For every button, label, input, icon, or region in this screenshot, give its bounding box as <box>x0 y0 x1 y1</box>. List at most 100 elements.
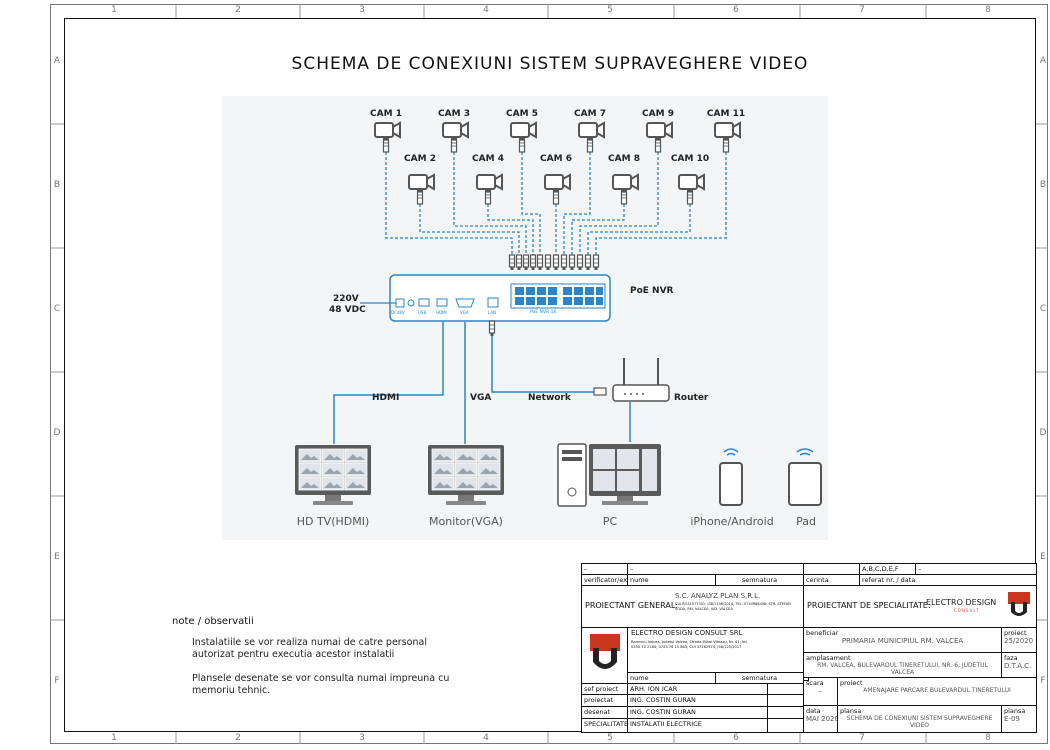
tb-spacer <box>804 678 809 681</box>
plansa-nr-value: E-09 <box>1004 715 1020 723</box>
camera-label-9: CAM 9 <box>642 109 674 119</box>
company-name: ELECTRO DESIGN CONSULT SRL <box>631 629 743 637</box>
port-label-lan: LAN <box>488 310 497 315</box>
tb-proiectat-name: ING. COSTIN GURAN <box>628 695 768 707</box>
camera-label-2: CAM 2 <box>404 154 436 164</box>
tb-proiectant-specialitate: PROIECTANT DE SPECIALITATE: ELECTRO DESI… <box>804 586 1036 628</box>
grid-col-1: 1 <box>111 5 117 15</box>
tb-data: data MAI 2020 <box>804 706 838 732</box>
company-logo-large-icon <box>590 634 620 669</box>
grid-row-a-right: A <box>1039 56 1047 66</box>
tb-verificator: verificator/expert <box>582 575 628 586</box>
grid-col-2: 2 <box>235 5 241 15</box>
tb-sef-proiect-sign <box>768 684 804 695</box>
device-label-hdtv: HD TV(HDMI) <box>296 515 370 528</box>
tb-semnatura: semnatura <box>716 575 804 586</box>
grid-col-3: 3 <box>359 5 365 15</box>
port-label-vga: VGA <box>460 310 469 315</box>
tb-r1-c1: – <box>582 564 628 575</box>
grid-row-d: D <box>53 428 61 438</box>
tb-company: ELECTRO DESIGN CONSULT SRL Ramnicu Valce… <box>628 628 804 673</box>
proiect-label: proiect <box>840 679 863 687</box>
tb-cerinta: cerinta <box>804 575 860 586</box>
tb-r1-c3 <box>804 564 860 575</box>
grid-col-4-bottom: 4 <box>483 733 489 743</box>
tb-sef-proiect: sef proiect <box>582 684 628 695</box>
tb-amplasament: amplasament RM. VALCEA, BULEVARDUL TINER… <box>804 653 1002 678</box>
data-value: MAI 2020 <box>806 715 838 723</box>
tb-r1-c4: A,B,C,D,E,F <box>860 564 916 575</box>
plansa-label: plansa <box>840 707 862 715</box>
tb-proiectant-general: PROIECTANT GENERAL: S.C. ANALYZ PLAN S.R… <box>582 586 804 628</box>
nvr-model: PoE NVR 16 <box>530 310 557 315</box>
power-voltage: 220V <box>333 294 359 304</box>
amplasament-value: RM. VALCEA, BULEVARDUL TINERETULUI, NR. … <box>817 662 988 676</box>
plansa-title: SCHEMA DE CONEXIUNI SISTEM SUPRAVEGHERE … <box>846 715 993 729</box>
proiectant-general-name: S.C. ANALYZ PLAN S.R.L. <box>675 592 761 600</box>
title-block: – – A,B,C,D,E,F – verificator/expert num… <box>581 563 1037 733</box>
tb-proiect: proiect AMENAJARE PARCARE BULEVARDUL TIN… <box>838 678 1036 706</box>
nvr-label: PoE NVR <box>630 286 674 296</box>
device-label-monitor: Monitor(VGA) <box>429 515 503 528</box>
tb-nume: nume <box>628 575 716 586</box>
grid-col-4: 4 <box>483 5 489 15</box>
tb-proiectat-sign <box>768 695 804 707</box>
device-label-iphone: iPhone/Android <box>690 515 774 528</box>
tb-semnatura-2: semnatura <box>716 673 804 684</box>
camera-label-3: CAM 3 <box>438 109 470 119</box>
camera-label-10: CAM 10 <box>670 154 710 164</box>
tb-specialitatea-value: INSTALATII ELECTRICE <box>628 719 768 732</box>
project-nr-label: proiect <box>1004 629 1027 637</box>
note-1: Instalatiile se vor realiza numai de cat… <box>192 637 427 660</box>
network-label: Network <box>528 393 571 403</box>
faza-label: faza <box>1004 654 1018 662</box>
note-2: Plansele desenate se vor consulta numai … <box>192 673 450 696</box>
tb-referat: referat nr. / data <box>860 575 1036 586</box>
grid-col-8-bottom: 8 <box>985 733 991 743</box>
tb-nume-2: nume <box>628 673 716 684</box>
beneficiar-value: PRIMARIA MUNICIPIUL RM. VALCEA <box>841 637 964 645</box>
plansa-nr-label: plansa <box>1004 707 1026 715</box>
tb-sef-proiect-name: ARH. ION ICAR <box>628 684 768 695</box>
proiectant-specialitate-label: PROIECTANT DE SPECIALITATE: <box>807 601 931 610</box>
grid-row-f: F <box>54 676 60 686</box>
device-label-pad: Pad <box>796 515 816 528</box>
grid-col-7: 7 <box>859 5 865 15</box>
tb-scara-gap <box>768 678 804 684</box>
grid-col-2-bottom: 2 <box>235 733 241 743</box>
grid-col-5: 5 <box>607 5 613 15</box>
camera-label-8: CAM 8 <box>608 154 640 164</box>
drawing-inner-frame <box>64 18 1036 732</box>
amplasament-label: amplasament <box>806 654 851 662</box>
grid-row-c: C <box>53 304 61 314</box>
company-logo-text: ELECTRO DESIGN <box>926 598 997 607</box>
device-label-pc: PC <box>602 515 618 528</box>
tb-r1-c5: – <box>916 564 1036 575</box>
camera-label-1: CAM 1 <box>370 109 402 119</box>
proiectant-general-label: PROIECTANT GENERAL: <box>585 601 678 610</box>
tb-company-logo <box>582 628 628 684</box>
scara-value: – <box>818 687 823 695</box>
proiect-value: AMENAJARE PARCARE BULEVARDUL TINERETULUI <box>863 687 1011 694</box>
grid-row-f-right: F <box>1040 676 1046 686</box>
proiectant-general-details: CUI RO31577301; J38/1136/2014; TEL: 0744… <box>675 602 791 611</box>
camera-label-4: CAM 4 <box>472 154 504 164</box>
notes-title: note / observatii <box>172 616 254 627</box>
camera-label-11: CAM 11 <box>706 109 746 119</box>
data-label: data <box>806 707 821 715</box>
grid-col-6: 6 <box>733 5 739 15</box>
grid-row-b-right: B <box>1039 180 1047 190</box>
beneficiar-label: beneficiar <box>806 629 839 637</box>
company-details: Ramnicu Valcea, Judetul Valcea, Strada M… <box>631 640 748 649</box>
drawing-outer-frame <box>50 4 1048 744</box>
grid-col-6-bottom: 6 <box>733 733 739 743</box>
camera-label-5: CAM 5 <box>506 109 538 119</box>
hdmi-label: HDMI <box>372 393 400 403</box>
vga-label: VGA <box>470 393 492 403</box>
tb-scara: scara – <box>804 678 838 706</box>
grid-row-b: B <box>53 180 61 190</box>
camera-label-6: CAM 6 <box>540 154 572 164</box>
company-logo-icon <box>1008 592 1030 616</box>
grid-row-e-right: E <box>1040 552 1046 562</box>
tb-desenat-name: ING. COSTIN GURAN <box>628 707 768 719</box>
